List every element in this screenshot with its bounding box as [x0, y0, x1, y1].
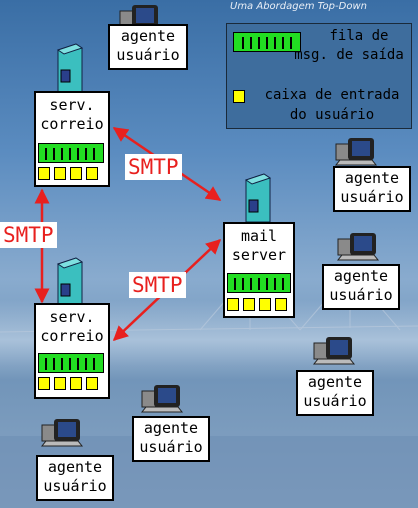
server-label-line1: serv.	[49, 308, 95, 326]
desktop-computer-icon	[336, 233, 380, 261]
server-label-line2: correio	[40, 327, 104, 345]
server-label-line1: serv.	[49, 96, 95, 114]
desktop-computer-icon	[118, 5, 162, 33]
legend-mailbox-line1: caixa de entrada	[264, 87, 400, 103]
user-mailbox	[227, 298, 239, 311]
slide-subtitle: Uma Abordagem Top-Down	[230, 1, 367, 12]
smtp-label-bottom: SMTP	[129, 272, 186, 298]
desktop-computer-icon	[312, 337, 356, 365]
smtp-label-left: SMTP	[0, 222, 57, 248]
user-agent-line2: usuário	[43, 477, 107, 495]
user-agent-line2: usuário	[340, 188, 404, 206]
user-mailbox	[38, 377, 50, 390]
user-mailbox	[259, 298, 271, 311]
user-mailbox	[70, 377, 82, 390]
user-agent-line2: usuário	[116, 46, 180, 64]
desktop-computer-icon	[334, 138, 378, 166]
legend-queue-swatch	[233, 32, 301, 52]
user-agent-box: agente usuário	[296, 370, 374, 416]
user-agent-line1: agente	[333, 267, 389, 285]
user-mailbox	[38, 167, 50, 180]
server-label-line2: server	[231, 246, 287, 264]
user-agent-line2: usuário	[329, 286, 393, 304]
user-agent-line2: usuário	[139, 438, 203, 456]
user-mailbox	[86, 377, 98, 390]
user-agent-line2: usuário	[303, 392, 367, 410]
user-agent-line1: agente	[344, 169, 400, 187]
user-mailbox	[70, 167, 82, 180]
user-agent-box: agente usuário	[132, 416, 210, 462]
user-mailbox	[243, 298, 255, 311]
legend-queue-line1: fila de	[329, 28, 389, 44]
outgoing-queue	[38, 143, 104, 163]
server-tower-icon	[244, 173, 272, 223]
user-mailbox	[86, 167, 98, 180]
outgoing-queue	[38, 353, 104, 373]
user-agent-line1: agente	[143, 419, 199, 437]
outgoing-queue	[227, 273, 291, 293]
server-tower-icon	[56, 257, 84, 307]
user-agent-line1: agente	[47, 458, 103, 476]
user-mailbox	[54, 377, 66, 390]
user-agent-box: agente usuário	[322, 264, 400, 310]
server-tower-icon	[56, 43, 84, 93]
legend-mailbox-line2: do usuário	[289, 107, 375, 123]
user-agent-line1: agente	[307, 373, 363, 391]
legend: fila de msg. de saída caixa de entrada d…	[226, 23, 412, 129]
desktop-computer-icon	[140, 385, 184, 413]
user-mailbox	[275, 298, 287, 311]
smtp-label-top: SMTP	[125, 154, 182, 180]
user-agent-box: agente usuário	[333, 166, 411, 212]
legend-mailbox-swatch	[233, 90, 245, 103]
server-label-line2: correio	[40, 115, 104, 133]
user-mailbox	[54, 167, 66, 180]
legend-queue-line2: msg. de saída	[294, 47, 404, 63]
server-label-line1: mail	[240, 227, 278, 245]
user-agent-box: agente usuário	[36, 455, 114, 501]
user-agent-line1: agente	[120, 27, 176, 45]
user-agent-box: agente usuário	[108, 24, 188, 70]
desktop-computer-icon	[40, 419, 84, 447]
